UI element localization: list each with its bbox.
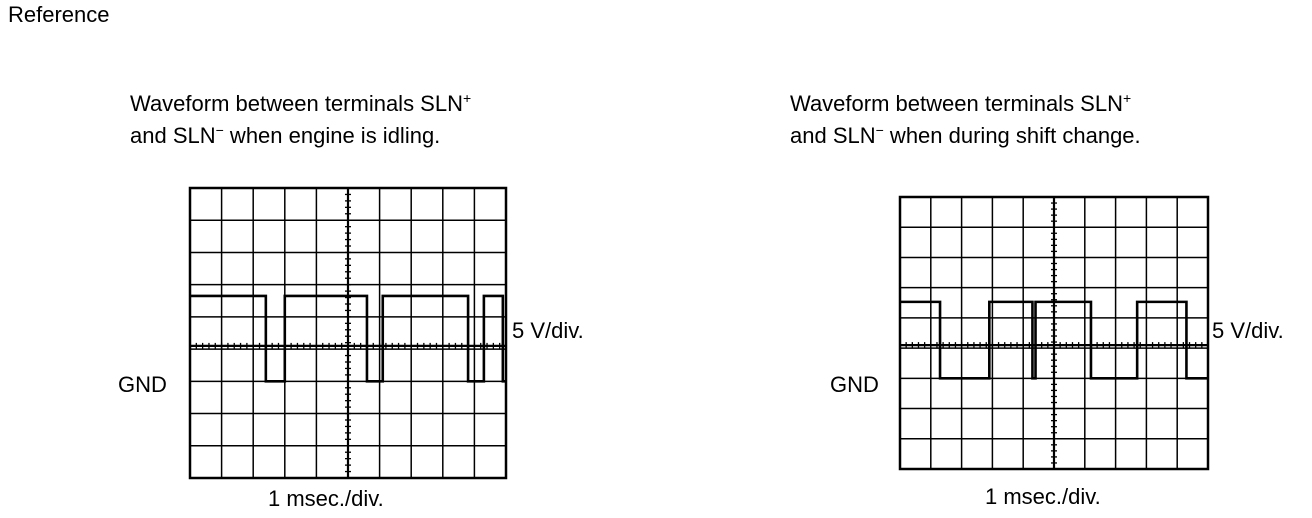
caption-shift-text3: when during shift change.: [883, 123, 1141, 148]
time-div-label-idle: 1 msec./div.: [268, 486, 384, 511]
caption-shift-sup1: +: [1122, 90, 1132, 106]
volt-div-label-shift: 5 V/div.: [1212, 318, 1284, 343]
caption-idle-line1: Waveform between terminals SLN+: [130, 88, 471, 120]
scope-svg-idle: [188, 186, 508, 480]
volt-div-label-idle: 5 V/div.: [512, 318, 584, 343]
caption-idle: Waveform between terminals SLN+ and SLN−…: [130, 88, 471, 152]
oscilloscope-grid-idle: [188, 186, 508, 480]
waveform-trace-idle: [190, 294, 506, 383]
caption-shift-sup2: −: [875, 122, 884, 138]
caption-idle-text2: and SLN: [130, 123, 216, 148]
caption-shift-line2: and SLN− when during shift change.: [790, 120, 1141, 152]
caption-shift-line1: Waveform between terminals SLN+: [790, 88, 1141, 120]
caption-shift: Waveform between terminals SLN+ and SLN−…: [790, 88, 1141, 152]
caption-idle-text1: Waveform between terminals SLN: [130, 91, 463, 116]
gnd-label-idle: GND: [118, 372, 167, 397]
caption-idle-sup1: +: [462, 90, 472, 106]
waveform-trace-shift: [900, 300, 1208, 380]
time-div-label-shift: 1 msec./div.: [985, 484, 1101, 509]
oscilloscope-grid-shift: [898, 195, 1210, 471]
reference-label: Reference: [8, 2, 110, 27]
gnd-label-shift: GND: [830, 372, 879, 397]
caption-idle-text3: when engine is idling.: [223, 123, 441, 148]
caption-shift-text2: and SLN: [790, 123, 876, 148]
caption-idle-line2: and SLN− when engine is idling.: [130, 120, 471, 152]
axis-ticks-shift: [899, 196, 1209, 470]
axis-ticks-idle: [189, 187, 507, 479]
caption-idle-sup2: −: [215, 122, 224, 138]
caption-shift-text1: Waveform between terminals SLN: [790, 91, 1123, 116]
scope-svg-shift: [898, 195, 1210, 471]
